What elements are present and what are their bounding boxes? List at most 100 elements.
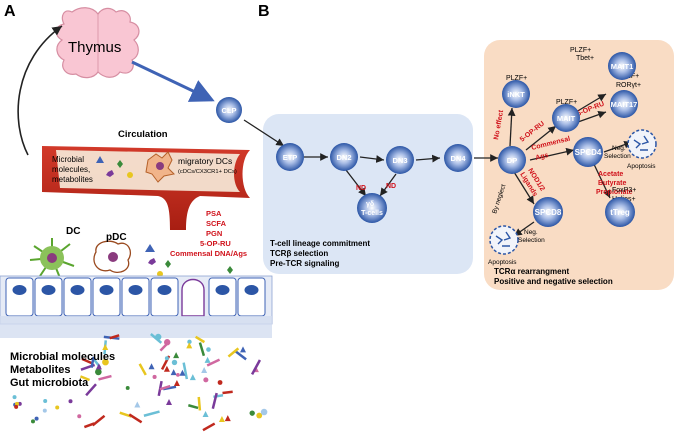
bacterium [138,363,147,376]
dc-label: DC [66,226,80,237]
bacterium [233,349,247,361]
epithelial-cell [121,277,150,317]
cell-gd-label-2: T-cells [361,210,383,217]
molecule-triangle [134,401,141,408]
molecule-dot [176,372,180,377]
neg-selection-right-1: Neg. [612,145,626,152]
edge-label-butyrate: Butyrate [598,180,627,187]
signal-5-op-ru: 5-OP-RU [200,239,231,248]
lineage-arrows [243,93,633,237]
cell-ttreg-label: tTreg [610,208,630,217]
molecule-dot [14,404,19,409]
cell-spcd8-label: SPCD8 [535,208,562,217]
bacterium [188,404,199,410]
bacterium [128,413,143,424]
bacterium [197,396,202,411]
molecule-triangle [165,398,172,405]
molecule-dot [206,347,211,352]
cell-dn4: DN4 [444,144,472,172]
bacterium [227,347,240,358]
molecule-triangle [163,365,170,372]
molecule-dot [55,405,60,410]
edge-label-commensal-2: Ags [535,152,550,162]
cell-clp-label: CLP [222,106,237,115]
cell-inkt-label: iNKT [507,90,525,99]
apoptosis-label-right: Apoptosis [627,163,656,170]
bacterium [202,422,216,432]
dendritic-cell-icon [29,238,75,279]
cell-dn3: DN3 [386,146,414,174]
molecule-dot [187,339,192,345]
apoptosis-icon-left [489,225,519,255]
thymus-to-clp-arrow [131,60,215,102]
molecule-dot [42,408,47,413]
molecule-triangle [186,342,193,349]
molecule-triangle [148,363,155,370]
molecule-dot [164,356,169,361]
bacterium [211,392,218,409]
pdc-label: pDC [106,232,127,243]
gut-microbiota [12,333,268,432]
bacterium [109,334,120,340]
epithelial-cell [92,277,121,317]
molecule-triangle [224,415,231,422]
luminal-molecules-top [145,244,233,277]
orange-box-line-2: Positive and negative selection [494,277,613,286]
neg-selection-right-2: Selection [604,153,631,160]
bacterium [85,383,97,397]
circulation-title: Circulation [118,129,168,140]
molecule-dot [260,408,268,416]
epithelial-cell [63,277,92,317]
edge-label-nd-1: ND [356,185,366,192]
cell-ttreg: tTreg [605,197,635,227]
cell-spcd4: SPCD4 [573,137,603,167]
cell-gd-label: γδ [366,201,374,208]
migratory-dc-icon [145,151,176,183]
epithelial-cell [237,277,266,317]
molecule-triangle [189,374,196,381]
cell-mait17-label: MAIT17 [611,100,638,109]
molecule-dot [171,359,178,366]
molecule-pentagon [106,170,114,177]
edge-label-acetate: Acetate [598,171,623,178]
cell-mait17: MAIT17 [610,90,638,118]
signal-scfa: SCFA [206,219,227,228]
migratory-dcs-label: migratory DCs [178,156,232,166]
molecule-dot [102,358,109,366]
molecule-triangle [201,367,208,374]
bacterium [98,374,112,381]
bacterium [194,335,206,344]
cell-mait1: MAIT1 [608,52,636,80]
bacterium [182,362,189,380]
cell-spcd4-label: SPCD4 [575,148,602,157]
molecule-dot [77,414,82,419]
molecule-triangle [102,344,109,351]
signal-commensal: Commensal DNA/Ags [170,249,247,258]
marker-plzf-mait1: PLZF+ [570,47,591,54]
apoptosis-label-left: Apoptosis [488,259,517,266]
epithelial-cell [5,277,34,317]
migratory-dcs-subtitle: (cDCs/CX3CR1+ DCs) [178,169,237,175]
cell-clp: CLP [216,97,242,123]
cell-spcd8: SPCD8 [533,197,563,227]
molecule-triangle [202,411,209,418]
molecule-dot [34,416,39,421]
gut-to-thymus-arrow [17,25,63,156]
molecule-dot [15,401,20,406]
blue-box-line-2: TCRβ selection [270,249,328,258]
marker-plzf-inkt: PLZF+ [506,75,527,82]
molecule-triangle [240,346,247,353]
molecule-triangle [204,356,211,363]
bacterium [79,375,91,382]
marker-tbet: Tbet+ [576,55,594,62]
bacterium [90,356,95,368]
molecule-dot [217,380,223,385]
bacterium [150,333,163,344]
cell-mait-label: MAIT [557,114,576,123]
thymus-organ [55,7,140,79]
intestinal-epithelium [0,275,273,338]
thymus-label: Thymus [68,39,121,56]
molecule-triangle [173,352,180,359]
molecule-dot [125,386,130,390]
